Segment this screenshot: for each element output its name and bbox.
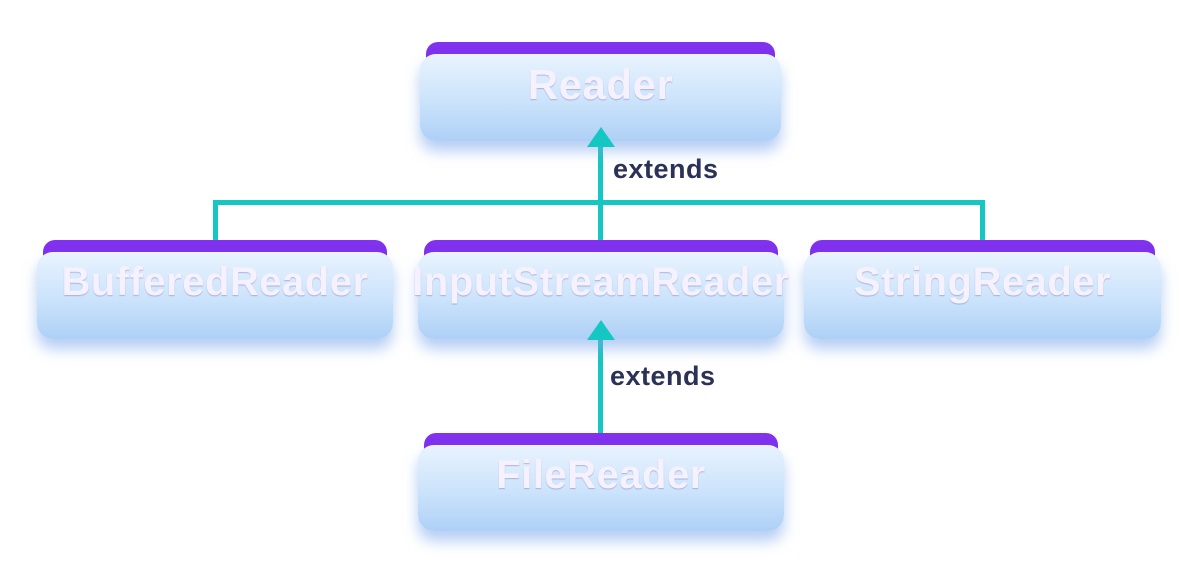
node-string-reader-label: StringReader: [853, 260, 1112, 304]
node-reader: Reader: [420, 42, 781, 141]
node-reader-label: Reader: [527, 60, 674, 108]
node-input-stream-reader: InputStreamReader: [412, 240, 789, 339]
connector-drop-buffered-reader: [213, 202, 218, 240]
extends-label-top: extends: [613, 154, 719, 184]
node-input-stream-reader-label: InputStreamReader: [412, 260, 790, 304]
node-string-reader: StringReader: [804, 240, 1161, 339]
connector-filereader-to-inputstreamreader: [598, 338, 603, 435]
arrowhead-to-reader: [587, 127, 615, 147]
node-file-reader: FileReader: [418, 433, 784, 531]
node-file-reader-label: FileReader: [496, 452, 706, 497]
connector-drop-string-reader: [980, 202, 985, 240]
extends-label-bottom: extends: [610, 361, 716, 391]
connector-to-reader: [598, 145, 603, 240]
node-buffered-reader-label: BufferedReader: [61, 260, 369, 304]
arrowhead-to-inputstreamreader: [587, 320, 615, 340]
node-buffered-reader: BufferedReader: [37, 240, 393, 339]
